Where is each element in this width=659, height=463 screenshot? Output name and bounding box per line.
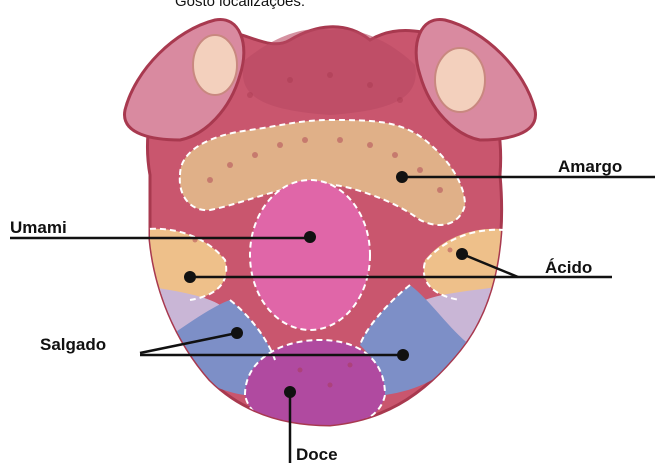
dot-salgado-left bbox=[231, 327, 243, 339]
zone-umami bbox=[250, 180, 370, 330]
label-salgado: Salgado bbox=[40, 335, 106, 354]
dot-salgado-right bbox=[397, 349, 409, 361]
label-acido: Ácido bbox=[545, 258, 592, 277]
dot-amargo bbox=[396, 171, 408, 183]
tongue-left-flap-inner bbox=[193, 35, 237, 95]
label-doce: Doce bbox=[296, 445, 338, 463]
dot-acido-left bbox=[184, 271, 196, 283]
dot-umami bbox=[304, 231, 316, 243]
label-umami: Umami bbox=[10, 218, 67, 237]
label-amargo: Amargo bbox=[558, 157, 622, 176]
tongue bbox=[125, 19, 536, 430]
tongue-right-flap-inner bbox=[435, 48, 485, 112]
dot-acido-right bbox=[456, 248, 468, 260]
dot-doce bbox=[284, 386, 296, 398]
diagram-title: Gosto localizações: bbox=[175, 0, 305, 10]
